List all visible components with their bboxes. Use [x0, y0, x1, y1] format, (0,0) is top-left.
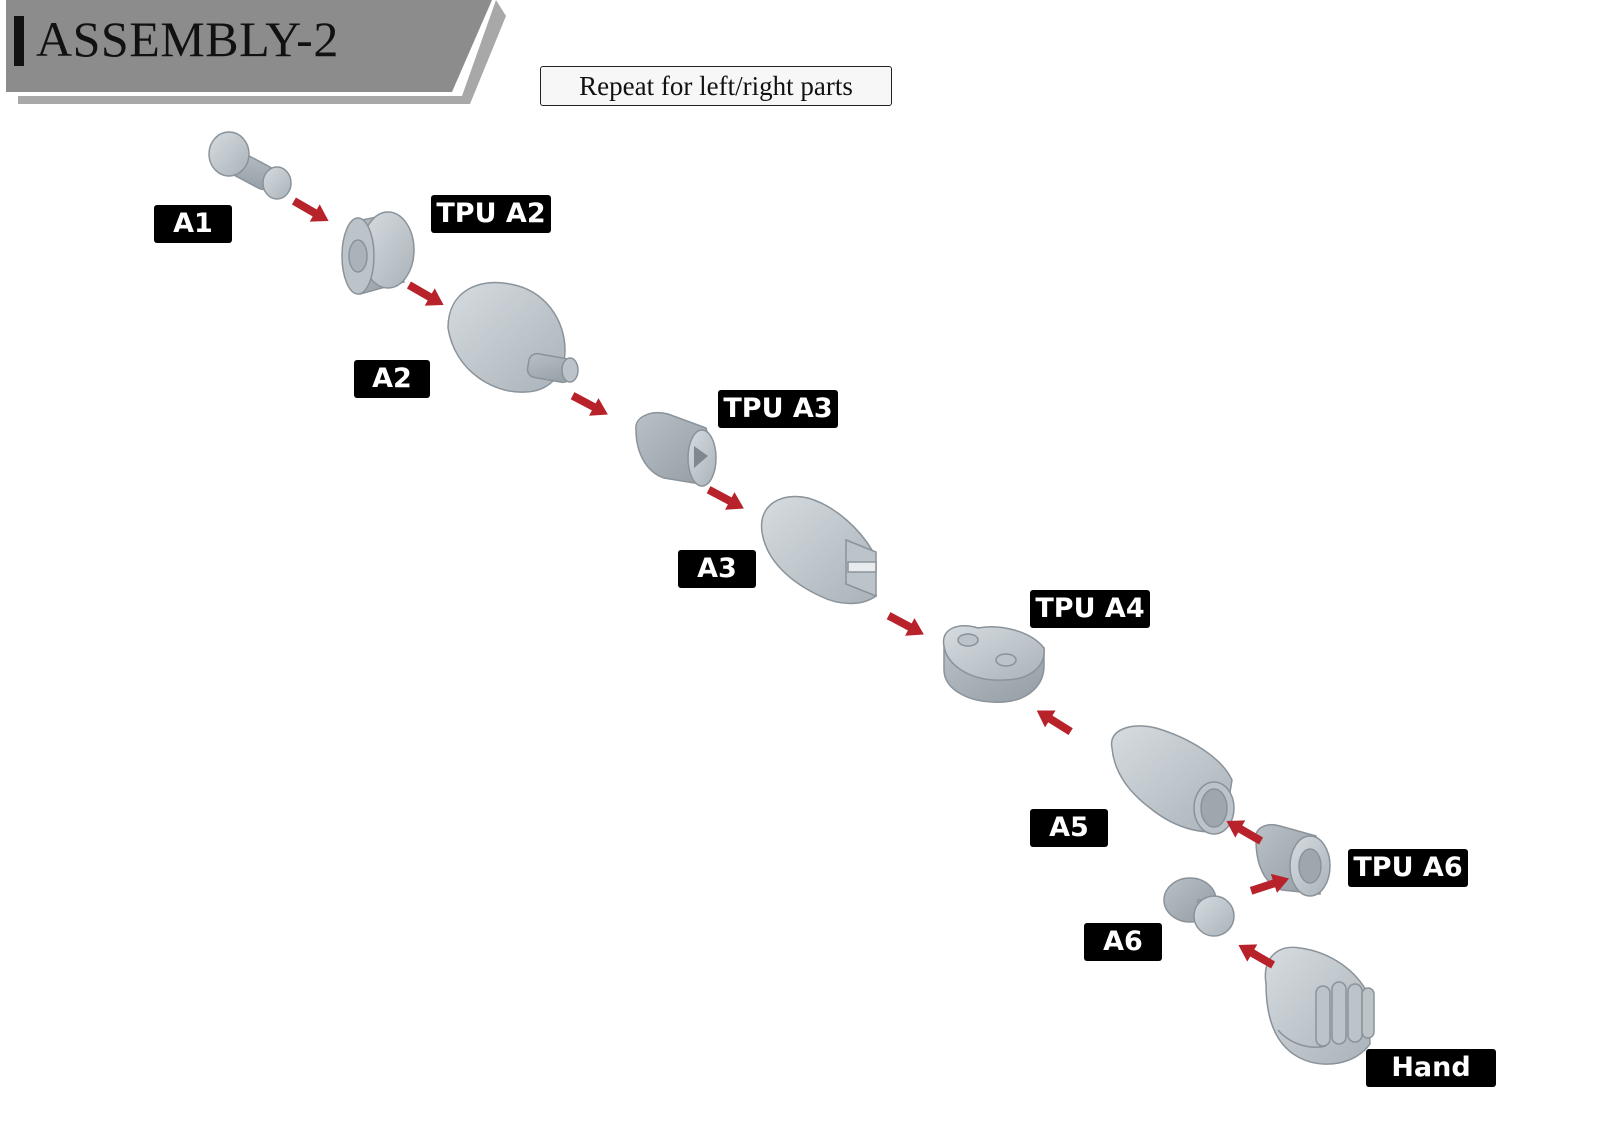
page-title: ASSEMBLY-2	[36, 11, 339, 67]
part-a5-shape	[1110, 725, 1235, 835]
label-a5: A5	[1030, 809, 1108, 847]
arrow-tpu-a2-to-a2	[406, 281, 444, 306]
part-hand-shape	[1264, 946, 1375, 1065]
repeat-note-text: Repeat for left/right parts	[579, 70, 853, 101]
label-tpu-a2: TPU A2	[431, 195, 551, 233]
arrow-tpu-a6-to-a5	[1226, 820, 1264, 845]
part-a3-shape	[760, 495, 877, 605]
repeat-note-box: Repeat for left/right parts	[540, 66, 892, 106]
arrow-tpu-a3-to-a3	[706, 486, 744, 510]
assembly-arrows	[291, 197, 1290, 969]
label-a2: A2	[354, 360, 430, 398]
part-a6-shape	[1163, 877, 1235, 937]
arrow-a3-to-tpu-a4	[886, 612, 924, 636]
label-tpu-a4: TPU A4	[1030, 590, 1150, 628]
banner-accent-bar	[14, 16, 24, 66]
label-a3: A3	[678, 550, 756, 588]
arrow-hand-to-a6	[1238, 944, 1276, 969]
arrow-a5-to-tpu-a4	[1036, 710, 1073, 736]
part-a1-shape	[208, 131, 292, 200]
part-tpu-a4-shape	[942, 625, 1045, 703]
header-banner	[6, 0, 506, 104]
part-a2-shape	[447, 281, 579, 393]
label-tpu-a3: TPU A3	[718, 390, 838, 428]
label-hand: Hand	[1366, 1049, 1496, 1087]
banner-main-shape	[6, 0, 492, 92]
part-tpu-a3-shape	[635, 412, 717, 487]
label-tpu-a6: TPU A6	[1348, 849, 1468, 887]
label-a1: A1	[154, 205, 232, 243]
label-a6: A6	[1084, 923, 1162, 961]
part-tpu-a2-shape	[341, 211, 415, 295]
part-tpu-a6-shape	[1255, 824, 1331, 897]
arrow-a2-to-tpu-a3	[570, 392, 608, 416]
arrow-a6-to-tpu-a6	[1249, 873, 1290, 895]
arrow-a1-to-tpu-a2	[291, 197, 329, 222]
